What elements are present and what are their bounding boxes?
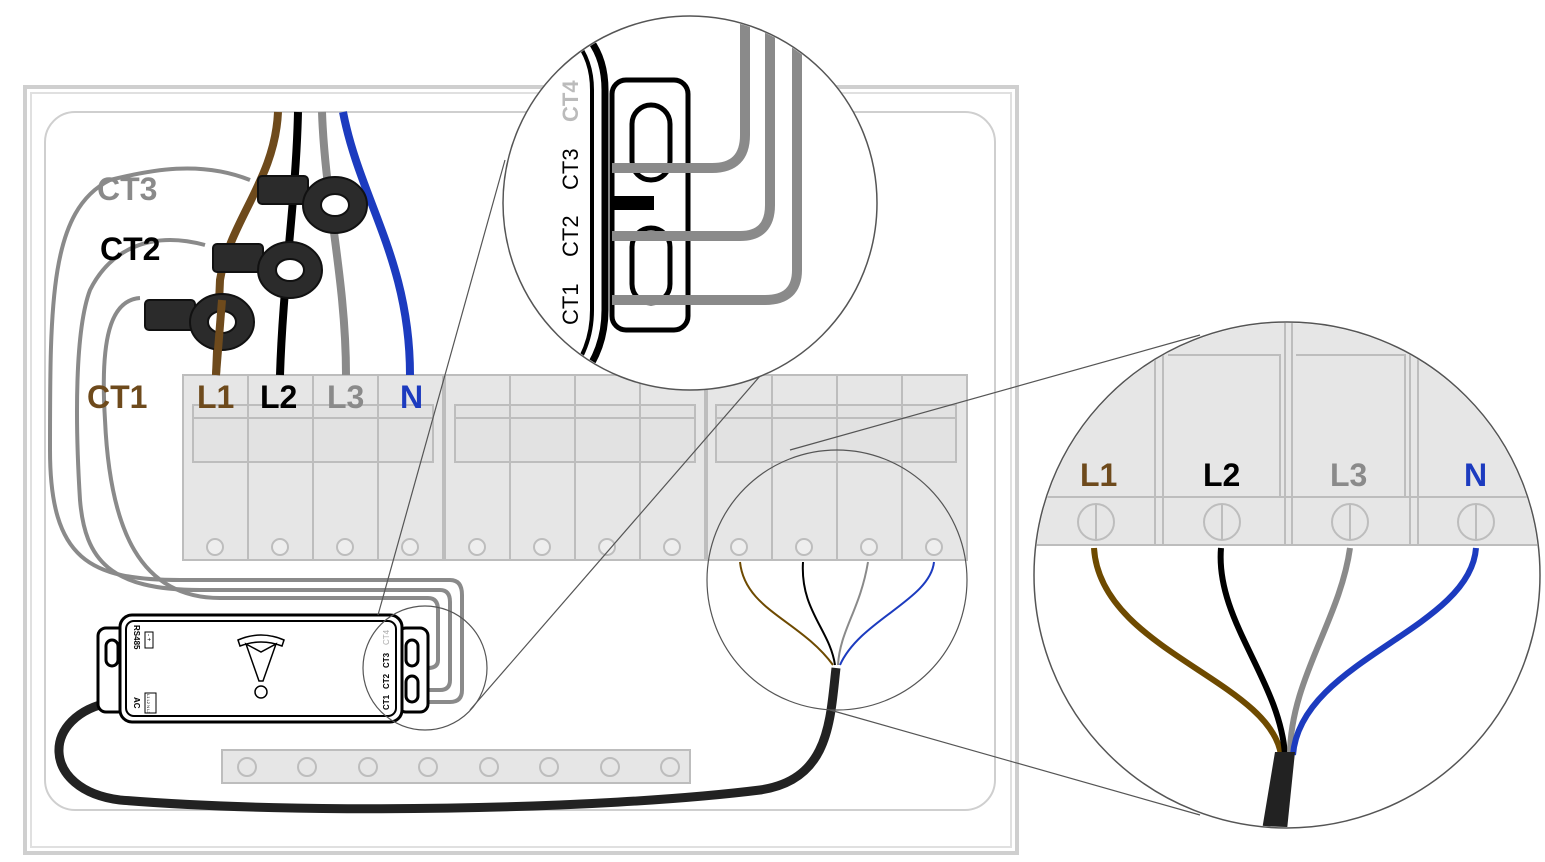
- wire-n: [339, 111, 414, 376]
- ct2-label: CT2: [100, 231, 160, 267]
- energy-meter: RS485 - + AC L1 L2 N L3 CT4 CT3 CT2 CT1: [96, 613, 430, 724]
- terminal-magnifier-source: [706, 449, 968, 711]
- n-detail-label: N: [1464, 457, 1487, 493]
- neutral-bar: [221, 749, 691, 784]
- n-label: N: [400, 379, 423, 415]
- ct-port-magnifier-source: [362, 605, 488, 731]
- ct3-detail-label: CT3: [558, 148, 583, 190]
- ct-leads: [47, 166, 464, 704]
- l3-detail-label: L3: [1330, 457, 1367, 493]
- terminal-detail-magnifier: L1 L2 L3 N: [1033, 321, 1541, 829]
- rs485-pins-label: - +: [145, 634, 151, 642]
- tesla-logo-icon: [237, 634, 285, 699]
- ct2-port-label: CT2: [382, 673, 391, 689]
- ct-port-detail-magnifier: CT4 CT3 CT2 CT1: [502, 15, 878, 391]
- l3-label: L3: [327, 379, 364, 415]
- l1-detail-label: L1: [1080, 457, 1117, 493]
- ct2-detail-label: CT2: [558, 215, 583, 257]
- ct1-detail-label: CT1: [558, 283, 583, 325]
- ct4-port-label: CT4: [382, 629, 391, 645]
- ac-cable: [54, 667, 841, 814]
- ct1-port-label: CT1: [382, 694, 391, 710]
- ct3-label: CT3: [97, 171, 157, 207]
- l2-label: L2: [260, 379, 297, 415]
- breaker-rail: [182, 374, 968, 561]
- ct1-label: CT1: [87, 379, 147, 415]
- ct2-clamp-icon: [212, 241, 323, 299]
- ct4-detail-label: CT4: [558, 80, 583, 122]
- ct3-port-label: CT3: [382, 652, 391, 668]
- ac-label: AC: [132, 697, 141, 709]
- ct3-clamp-icon: [257, 175, 368, 234]
- ac-pins-label: L1 L2 N L3: [146, 694, 151, 714]
- rs485-label: RS485: [132, 625, 141, 650]
- wire-l3: [318, 111, 350, 376]
- l1-label: L1: [197, 379, 234, 415]
- wire-l2: [276, 111, 302, 376]
- l2-detail-label: L2: [1203, 457, 1240, 493]
